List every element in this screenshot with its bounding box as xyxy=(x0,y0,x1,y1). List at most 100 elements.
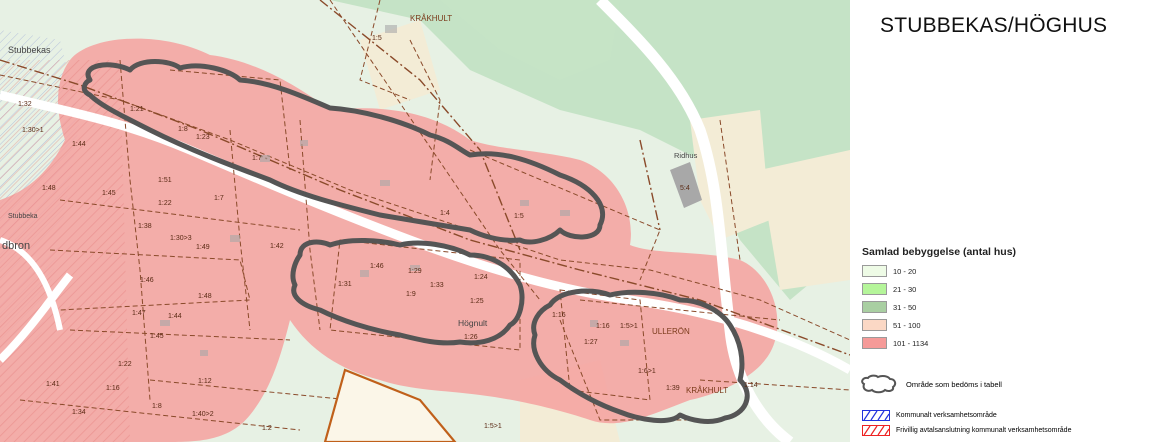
map-canvas[interactable]: Stubbekas KRÅKHULT Högnult ULLERÖN KRÅKH… xyxy=(0,0,850,442)
ridhus-building xyxy=(670,162,702,208)
parcel-label: 1:2 xyxy=(262,425,272,432)
legend-class-label: 10 - 20 xyxy=(893,266,917,276)
municipal-hatch-swatch xyxy=(862,410,890,421)
parcel-label: 1:24 xyxy=(474,274,488,281)
parcel-label: 1:8 xyxy=(152,403,162,410)
place-name-labels: Stubbekas KRÅKHULT Högnult ULLERÖN KRÅKH… xyxy=(2,14,728,395)
legend-voluntary-row: Frivillig avtalsanslutning kommunalt ver… xyxy=(862,425,1071,436)
parcel-label: 1:23 xyxy=(196,134,210,141)
legend-municipal-label: Kommunalt verksamhetsområde xyxy=(896,412,997,419)
legend-swatch xyxy=(862,337,887,349)
parcel-label: 1:6>1 xyxy=(638,368,656,375)
parcel-label: 1:46 xyxy=(370,263,384,270)
legend-class-label: 21 - 30 xyxy=(893,284,917,294)
road-main xyxy=(0,90,850,374)
parcel-label: 1:29 xyxy=(408,268,422,275)
parcel-label: 1:12 xyxy=(198,378,212,385)
parcel-label: 1:4 xyxy=(440,210,450,217)
place-label-ridhus: Ridhus xyxy=(674,151,698,160)
parcel-label: 1:22 xyxy=(158,200,172,207)
assessed-areas xyxy=(81,59,750,424)
parcel-label: 1:5 xyxy=(514,213,524,220)
parcel-label: 1:22 xyxy=(118,361,132,368)
legend-class-row: 101 - 1134 xyxy=(862,334,1157,352)
legend-class-row: 51 - 100 xyxy=(862,316,1157,334)
cloud-outline-icon xyxy=(861,374,897,394)
legend-swatch xyxy=(862,283,887,295)
place-label-stubbekas: Stubbekas xyxy=(8,45,51,55)
parcel-label: 1:41 xyxy=(46,381,60,388)
parcel-label: 1:25 xyxy=(470,298,484,305)
road-west xyxy=(0,237,63,331)
legend-swatch xyxy=(862,319,887,331)
parcel-label: 1:31 xyxy=(338,281,352,288)
place-label-hognult: Högnult xyxy=(458,318,488,328)
road-southwest xyxy=(0,272,74,363)
parcel-label: 1:16 xyxy=(596,323,610,330)
place-label-dbron: dbron xyxy=(2,240,30,252)
parcel-label: 1:39 xyxy=(666,385,680,392)
legend-class-row: 21 - 30 xyxy=(862,280,1157,298)
place-label-krakhult-south: KRÅKHULT xyxy=(686,386,728,395)
parcel-label: 1:8 xyxy=(178,126,188,133)
assessed-area-north xyxy=(81,59,606,245)
voluntary-hatch-swatch xyxy=(862,425,890,436)
parcel-label: 1:30>3 xyxy=(170,235,192,242)
parcel-label: 5:4 xyxy=(680,185,690,192)
place-label-ulleron: ULLERÖN xyxy=(652,327,690,336)
legend-title: Samlad bebyggelse (antal hus) xyxy=(862,246,1017,258)
legend: Samlad bebyggelse (antal hus) 10 - 20 21… xyxy=(862,246,1157,352)
legend-class-label: 51 - 100 xyxy=(893,320,921,330)
settlement-hatch xyxy=(0,60,130,442)
legend-swatch xyxy=(862,265,887,277)
parcel-label: 1:7 xyxy=(252,155,262,162)
assessed-area-east xyxy=(531,288,750,424)
parcel-label: 1:48 xyxy=(42,185,56,192)
place-label-stubbeka-road: Stubbeka xyxy=(8,213,38,220)
parcel-labels: 1:32 1:30>1 1:44 1:48 1:45 1:51 1:21 1:8… xyxy=(18,35,758,432)
legend-cloud-label: Område som bedöms i tabell xyxy=(906,379,1002,389)
parcel-label: 1:21 xyxy=(130,106,144,113)
parcel-label: 1:42 xyxy=(270,243,284,250)
parcel-label: 1:9 xyxy=(406,291,416,298)
parcel-label: 1:7 xyxy=(214,195,224,202)
legend-municipal-row: Kommunalt verksamhetsområde xyxy=(862,410,997,421)
parcel-label: 1:5>1 xyxy=(620,323,638,330)
parcel-label: 1:51 xyxy=(158,177,172,184)
parcel-label: 1:44 xyxy=(72,141,86,148)
field-area-east xyxy=(760,150,850,290)
parcel-label: 1:14 xyxy=(744,382,758,389)
building-footprints xyxy=(160,25,629,356)
place-label-krakhult-north: KRÅKHULT xyxy=(410,14,452,23)
parcel-label: 1:26 xyxy=(464,334,478,341)
parcel-label: 1:40>2 xyxy=(192,411,214,418)
parcel-label: 1:34 xyxy=(72,409,86,416)
assessed-area-middle xyxy=(290,237,525,346)
legend-class-row: 10 - 20 xyxy=(862,262,1157,280)
parcel-label: 1:45 xyxy=(150,333,164,340)
legend-class-label: 31 - 50 xyxy=(893,302,917,312)
legend-class-row: 31 - 50 xyxy=(862,298,1157,316)
legend-swatch xyxy=(862,301,887,313)
parcel-label: 1:48 xyxy=(198,293,212,300)
parcel-label: 1:38 xyxy=(138,223,152,230)
forest-area-north xyxy=(440,0,620,80)
legend-cloud-row: Område som bedöms i tabell xyxy=(858,374,1002,394)
parcel-label: 1:27 xyxy=(584,339,598,346)
parcel-label: 1:45 xyxy=(102,190,116,197)
parcel-label: 1:30>1 xyxy=(22,127,44,134)
field-area xyxy=(690,110,770,240)
parcel-label: 1:32 xyxy=(18,101,32,108)
parcel-label: 1:44 xyxy=(168,313,182,320)
field-polygon-south xyxy=(323,368,457,442)
parcel-label: 1:46 xyxy=(140,277,154,284)
parcel-label: 1:49 xyxy=(196,244,210,251)
map-view[interactable]: Stubbekas KRÅKHULT Högnult ULLERÖN KRÅKH… xyxy=(0,0,850,442)
field-area-north xyxy=(360,20,440,110)
parcel-label: 1:47 xyxy=(132,310,146,317)
parcel-label: 1:5>1 xyxy=(484,423,502,430)
parcel-label: 1:33 xyxy=(430,282,444,289)
parcel-label: 1:16 xyxy=(552,312,566,319)
main-boundary-lines xyxy=(0,0,850,356)
legend-voluntary-label: Frivillig avtalsanslutning kommunalt ver… xyxy=(896,427,1072,434)
